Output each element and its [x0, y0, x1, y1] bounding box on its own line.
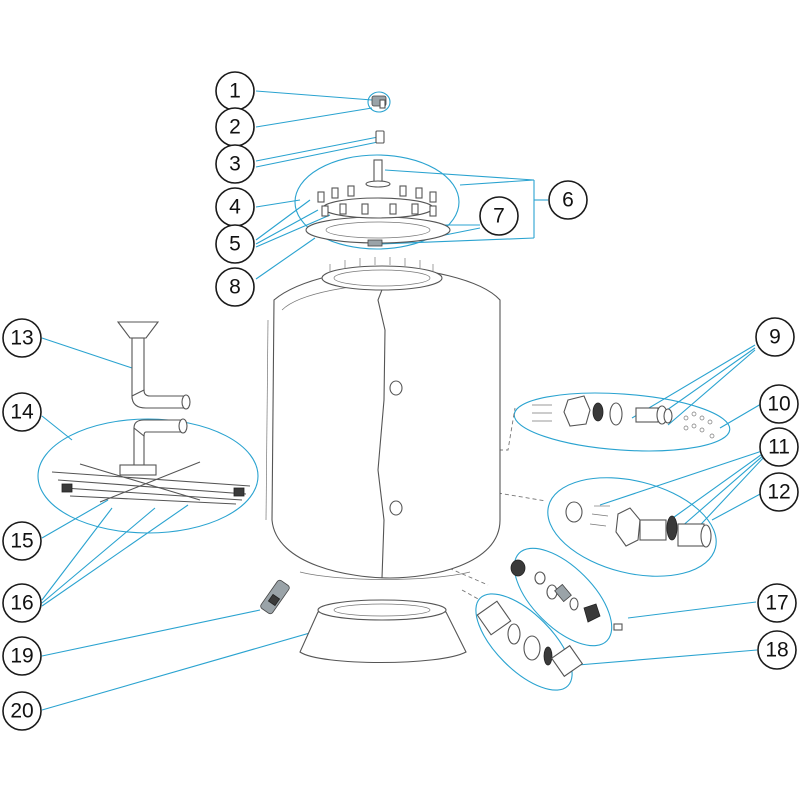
callout-16: 16 — [2, 583, 42, 623]
laterals — [51, 461, 251, 505]
callout-5: 5 — [215, 224, 255, 264]
detail-ellipse-17 — [513, 547, 613, 647]
lateral-collector — [51, 418, 251, 505]
detail-ellipse-10 — [513, 392, 731, 452]
callout-17: 17 — [757, 583, 797, 623]
svg-text:19: 19 — [10, 645, 33, 668]
svg-text:10: 10 — [767, 393, 790, 416]
svg-text:2: 2 — [229, 116, 241, 139]
detail-ellipse-14 — [37, 418, 259, 534]
callout-2: 2 — [215, 107, 255, 147]
funnel-elbow — [116, 321, 191, 410]
callout-10: 10 — [759, 384, 799, 424]
svg-text:16: 16 — [10, 592, 33, 615]
svg-text:11: 11 — [768, 436, 790, 459]
callout-9: 9 — [755, 317, 795, 357]
svg-text:3: 3 — [229, 153, 241, 176]
cover-bolts — [317, 185, 437, 217]
callout-11: 11 — [759, 427, 799, 467]
callout-4: 4 — [215, 187, 255, 227]
tank-base — [299, 599, 467, 664]
callout-3: 3 — [215, 144, 255, 184]
upper-port-kit — [532, 395, 715, 439]
union-fittings-17 — [510, 559, 623, 631]
svg-text:5: 5 — [229, 233, 241, 256]
callout-14: 14 — [2, 392, 42, 432]
callout-19: 19 — [2, 636, 42, 676]
callout-18: 18 — [757, 630, 797, 670]
svg-text:6: 6 — [562, 189, 574, 212]
svg-text:8: 8 — [229, 276, 241, 299]
svg-text:1: 1 — [229, 80, 241, 103]
cover-assembly — [305, 95, 451, 247]
lower-port-kit — [565, 501, 712, 548]
callout-13: 13 — [2, 318, 42, 358]
filter-tank — [265, 257, 501, 580]
callout-1: 1 — [215, 71, 255, 111]
detail-ellipse-18 — [475, 593, 573, 691]
callout-20: 20 — [2, 691, 42, 731]
svg-text:17: 17 — [765, 592, 788, 615]
callout-7: 7 — [479, 196, 519, 236]
callout-15: 15 — [2, 521, 42, 561]
detail-ellipse-6 — [294, 154, 460, 250]
detail-ellipse-1 — [367, 91, 391, 113]
detail-ellipse-12 — [547, 477, 717, 577]
svg-text:7: 7 — [493, 205, 505, 228]
svg-text:18: 18 — [765, 639, 788, 662]
svg-text:4: 4 — [229, 196, 241, 219]
svg-text:15: 15 — [10, 530, 33, 553]
svg-text:13: 13 — [10, 327, 33, 350]
leader-lines — [41, 90, 766, 711]
drain-valve — [260, 579, 290, 615]
svg-text:14: 14 — [10, 401, 34, 424]
callout-6: 6 — [548, 180, 588, 220]
callouts: 1 2 3 4 5 6 7 8 — [2, 71, 799, 731]
svg-text:20: 20 — [10, 700, 33, 723]
callout-8: 8 — [215, 267, 255, 307]
svg-text:12: 12 — [767, 481, 790, 504]
callout-12: 12 — [759, 472, 799, 512]
union-fittings-18 — [476, 600, 584, 678]
svg-text:9: 9 — [769, 326, 781, 349]
